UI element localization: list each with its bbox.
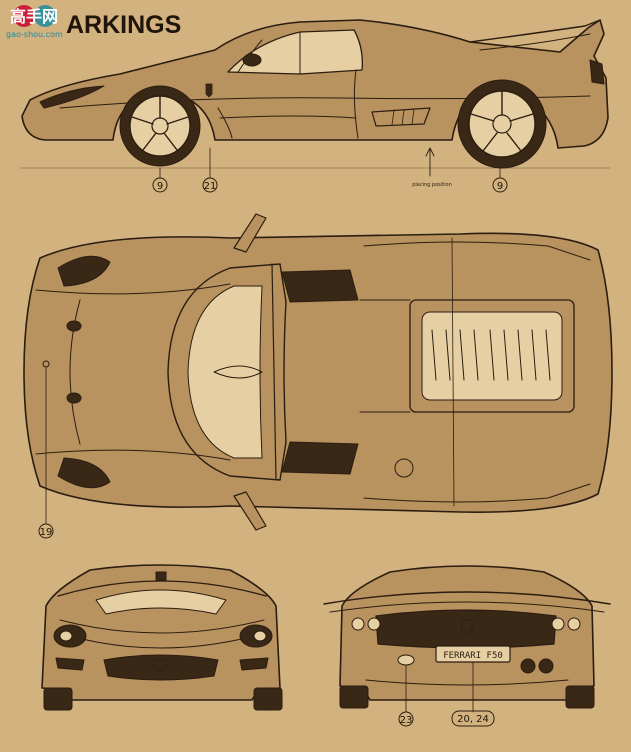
front-grille — [103, 654, 219, 681]
callout-19 — [38, 523, 54, 539]
side-headlight — [39, 85, 105, 109]
callout-20-24 — [451, 710, 495, 727]
side-intake — [371, 107, 431, 127]
watermark-text: 高手网 — [10, 7, 58, 26]
side-mirror — [242, 53, 262, 67]
placement-arrow — [425, 147, 435, 177]
rear-lamp — [397, 654, 415, 666]
svg-text:9: 9 — [497, 181, 503, 192]
svg-text:9: 9 — [157, 181, 163, 192]
front-top-badge — [155, 571, 167, 581]
top-view — [23, 213, 613, 531]
top-intake-upper — [57, 255, 111, 287]
plate-text: FERRARI F50 — [443, 651, 503, 661]
side-view — [19, 19, 611, 169]
header: 高手网 gao-shou.com ARKINGS — [6, 5, 181, 39]
watermark-logo: 高手网 gao-shou.com — [6, 5, 63, 39]
side-front-wheel — [119, 85, 201, 167]
top-callout: 19 — [38, 366, 54, 539]
rear-grille — [375, 609, 557, 649]
watermark-url: gao-shou.com — [6, 30, 63, 39]
top-intake-lower — [57, 457, 111, 489]
top-fuel-cap — [394, 458, 414, 478]
svg-text:21: 21 — [204, 181, 217, 192]
svg-text:23: 23 — [400, 715, 413, 726]
svg-text:19: 19 — [40, 527, 53, 538]
side-rear-wing — [469, 19, 601, 43]
top-mirror-upper — [233, 213, 267, 253]
page-title: ARKINGS — [66, 11, 181, 39]
top-engine-cover — [409, 299, 575, 413]
top-mirror-lower — [233, 491, 267, 531]
top-cockpit — [167, 263, 287, 481]
callout-9-rear — [492, 177, 508, 193]
callout-21 — [202, 177, 218, 193]
top-body-outline — [23, 232, 613, 513]
callout-9-front — [152, 177, 168, 193]
placement-note: placing position — [412, 182, 452, 188]
side-callouts: 9 21 9 placing position — [152, 147, 508, 193]
rear-callouts: 23 20, 24 — [398, 661, 495, 727]
callout-23 — [398, 711, 414, 727]
rear-view: FERRARI F50 — [323, 565, 611, 709]
svg-text:20, 24: 20, 24 — [457, 714, 489, 725]
side-rear-wheel — [457, 79, 547, 169]
front-view — [41, 564, 283, 711]
